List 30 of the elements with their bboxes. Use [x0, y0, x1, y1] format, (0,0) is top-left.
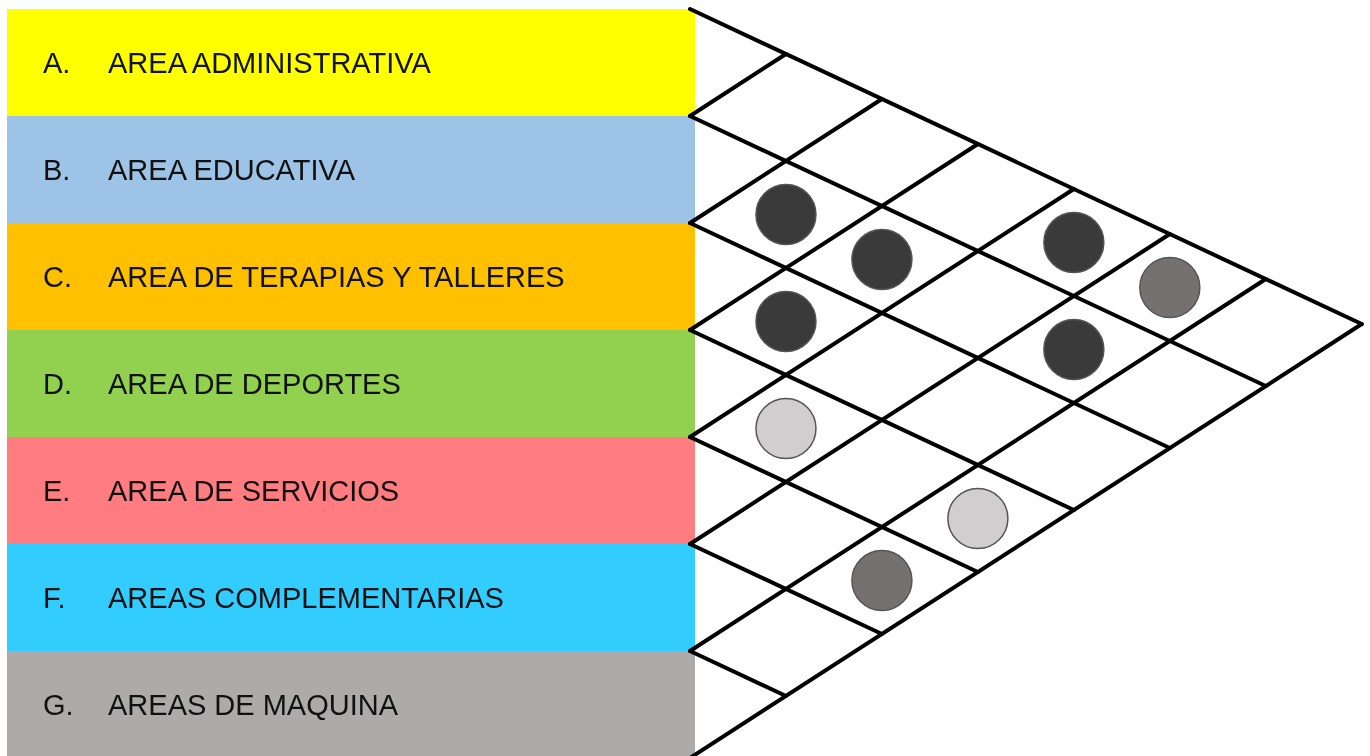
relation-dot: [1043, 318, 1105, 381]
area-band: [7, 116, 695, 223]
relation-dot: [851, 549, 913, 612]
relation-dot: [755, 397, 817, 460]
area-label: AREA ADMINISTRATIVA: [108, 46, 431, 79]
relation-dot: [947, 487, 1009, 550]
row-letter: A.: [43, 46, 71, 79]
row-letter: E.: [43, 474, 71, 507]
area-band: [7, 437, 695, 544]
area-band: [7, 651, 695, 756]
row-letter: B.: [43, 153, 71, 186]
area-label: AREA DE TERAPIAS Y TALLERES: [108, 260, 565, 293]
row-letter: G.: [43, 688, 74, 721]
area-label: AREAS DE MAQUINA: [108, 688, 399, 721]
relation-dot: [1139, 256, 1201, 319]
relation-dot: [851, 228, 913, 291]
row-letter: D.: [43, 367, 72, 400]
area-label: AREA DE SERVICIOS: [108, 474, 400, 507]
row-letter: F.: [43, 581, 66, 614]
relation-dot: [755, 290, 817, 353]
area-label: AREAS COMPLEMENTARIAS: [108, 581, 504, 614]
area-label: AREA DE DEPORTES: [108, 367, 401, 400]
relation-dot: [1043, 211, 1105, 274]
area-band: [7, 330, 695, 437]
area-band: [7, 223, 695, 330]
row-letter: C.: [43, 260, 72, 293]
area-band: [7, 9, 695, 116]
area-band: [7, 544, 695, 651]
relation-dot: [755, 183, 817, 246]
area-label: AREA EDUCATIVA: [108, 153, 356, 186]
